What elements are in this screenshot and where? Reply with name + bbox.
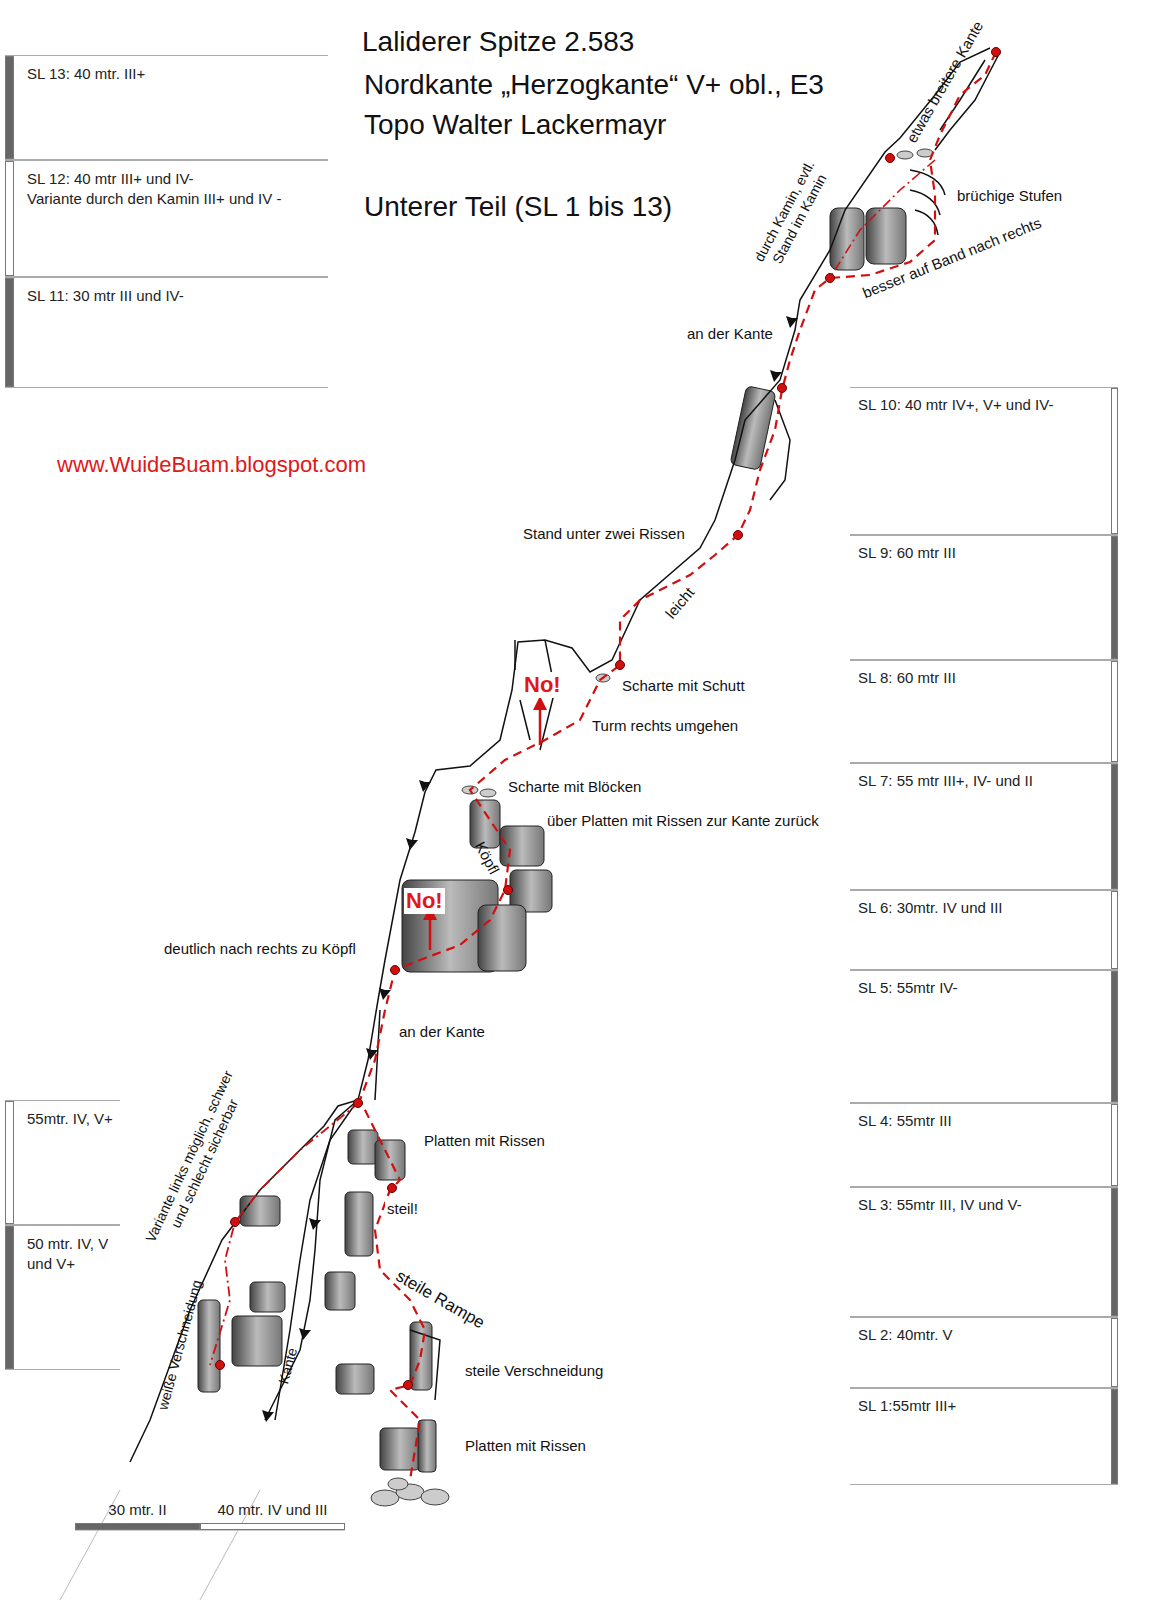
- route-note: Platten mit Rissen: [422, 1132, 547, 1150]
- pitch-box: SL 12: 40 mtr III+ und IV-Variante durch…: [5, 160, 328, 277]
- route-note: steile Verschneidung: [463, 1362, 605, 1380]
- pitch-text: SL 8: 60 mtr III: [858, 668, 1104, 688]
- pitch-text: SL 2: 40mtr. V: [858, 1325, 1104, 1345]
- pitch-text: SL 7: 55 mtr III+, IV- und II: [858, 771, 1104, 791]
- pitch-bar: [1111, 661, 1118, 762]
- pitch-text: 40 mtr. IV und III: [204, 1500, 341, 1520]
- pitch-box: SL 10: 40 mtr IV+, V+ und IV-: [850, 387, 1118, 535]
- pitch-box: SL 2: 40mtr. V: [850, 1317, 1118, 1388]
- route-note: Variante links möglich, schwer und schle…: [139, 1060, 256, 1259]
- title: Laliderer Spitze 2.583: [360, 25, 636, 59]
- pitch-box: SL 1:55mtr III+: [850, 1388, 1118, 1485]
- pitch-box: SL 9: 60 mtr III: [850, 535, 1118, 660]
- pitch-text: SL 12: 40 mtr III+ und IV-: [27, 169, 322, 189]
- route-note: No!: [522, 672, 563, 698]
- route-note: durch Kamin, evtl. Stand im Kamin: [741, 139, 843, 291]
- pitch-bar: [5, 1101, 14, 1224]
- route-note: an der Kante: [397, 1023, 487, 1041]
- pitch-bar: [5, 56, 14, 159]
- pitch-text: SL 10: 40 mtr IV+, V+ und IV-: [858, 395, 1104, 415]
- pitch-box: SL 4: 55mtr III: [850, 1103, 1118, 1187]
- route-note: Stand unter zwei Rissen: [521, 525, 687, 543]
- route-note: Topo Walter Lackermayr: [362, 108, 668, 142]
- route-note: Nordkante „Herzogkante“ V+ obl., E3: [362, 68, 826, 102]
- pitch-text: SL 11: 30 mtr III und IV-: [27, 286, 322, 306]
- pitch-bar: [5, 161, 14, 276]
- route-note: steile Rampe: [390, 1265, 490, 1334]
- pitch-bar: [75, 1523, 200, 1530]
- pitch-box: 30 mtr. II: [75, 1490, 200, 1530]
- pitch-text: SL 1:55mtr III+: [858, 1396, 1104, 1416]
- route-note: Turm rechts umgehen: [590, 717, 740, 735]
- pitch-box: SL 6: 30mtr. IV und III: [850, 890, 1118, 970]
- pitch-bar: [1111, 971, 1118, 1102]
- pitch-bar: [1111, 1389, 1118, 1484]
- route-note: Scharte mit Blöcken: [506, 778, 643, 796]
- pitch-box: SL 13: 40 mtr. III+: [5, 55, 328, 160]
- pitch-text: SL 3: 55mtr III, IV und V-: [858, 1195, 1104, 1215]
- pitch-bar: [5, 1226, 14, 1369]
- route-note: Köpfl: [470, 837, 504, 879]
- pitch-bar: [1111, 536, 1118, 659]
- pitch-text: 50 mtr. IV, V und V+: [27, 1234, 114, 1273]
- pitch-box: SL 7: 55 mtr III+, IV- und II: [850, 763, 1118, 890]
- route-note: an der Kante: [685, 325, 775, 343]
- pitch-text: Variante durch den Kamin III+ und IV -: [27, 189, 322, 209]
- pitch-box: SL 11: 30 mtr III und IV-: [5, 277, 328, 388]
- route-note: Kante: [275, 1344, 302, 1388]
- pitch-box: 50 mtr. IV, V und V+: [5, 1225, 120, 1370]
- pitch-text: 30 mtr. II: [79, 1500, 196, 1520]
- pitch-box: SL 8: 60 mtr III: [850, 660, 1118, 763]
- pitch-text: SL 9: 60 mtr III: [858, 543, 1104, 563]
- route-note: No!: [404, 888, 445, 914]
- route-note: leicht: [661, 582, 700, 623]
- pitch-text: SL 5: 55mtr IV-: [858, 978, 1104, 998]
- pitch-box: SL 5: 55mtr IV-: [850, 970, 1118, 1103]
- route-note: über Platten mit Rissen zur Kante zurück: [545, 812, 821, 830]
- pitch-bar: [1111, 388, 1118, 534]
- route-note: weiße Verschneidung: [154, 1276, 206, 1414]
- pitch-bar: [1111, 1188, 1118, 1316]
- pitch-bar: [1111, 764, 1118, 889]
- pitch-bar: [1111, 1318, 1118, 1387]
- pitch-text: 55mtr. IV, V+: [27, 1109, 114, 1129]
- pitch-bar: [1111, 891, 1118, 969]
- pitch-text: SL 13: 40 mtr. III+: [27, 64, 322, 84]
- pitch-box: 55mtr. IV, V+: [5, 1100, 120, 1225]
- pitch-bar: [200, 1523, 345, 1530]
- route-note: steil!: [385, 1200, 420, 1218]
- pitch-box: 40 mtr. IV und III: [200, 1490, 345, 1530]
- pitch-bar: [1111, 1104, 1118, 1186]
- pitch-text: SL 4: 55mtr III: [858, 1111, 1104, 1131]
- route-note: etwas breitere Kante: [902, 16, 988, 148]
- route-note: Unterer Teil (SL 1 bis 13): [362, 190, 674, 224]
- route-note: Scharte mit Schutt: [620, 677, 747, 695]
- route-note: deutlich nach rechts zu Köpfl: [162, 940, 358, 958]
- pitch-text: SL 6: 30mtr. IV und III: [858, 898, 1104, 918]
- route-note: www.WuideBuam.blogspot.com: [55, 452, 368, 478]
- pitch-bar: [5, 278, 14, 387]
- pitch-box: SL 3: 55mtr III, IV und V-: [850, 1187, 1118, 1317]
- route-note: brüchige Stufen: [955, 187, 1064, 205]
- route-note: besser auf Band nach rechts: [858, 213, 1046, 303]
- route-note: Platten mit Rissen: [463, 1437, 588, 1455]
